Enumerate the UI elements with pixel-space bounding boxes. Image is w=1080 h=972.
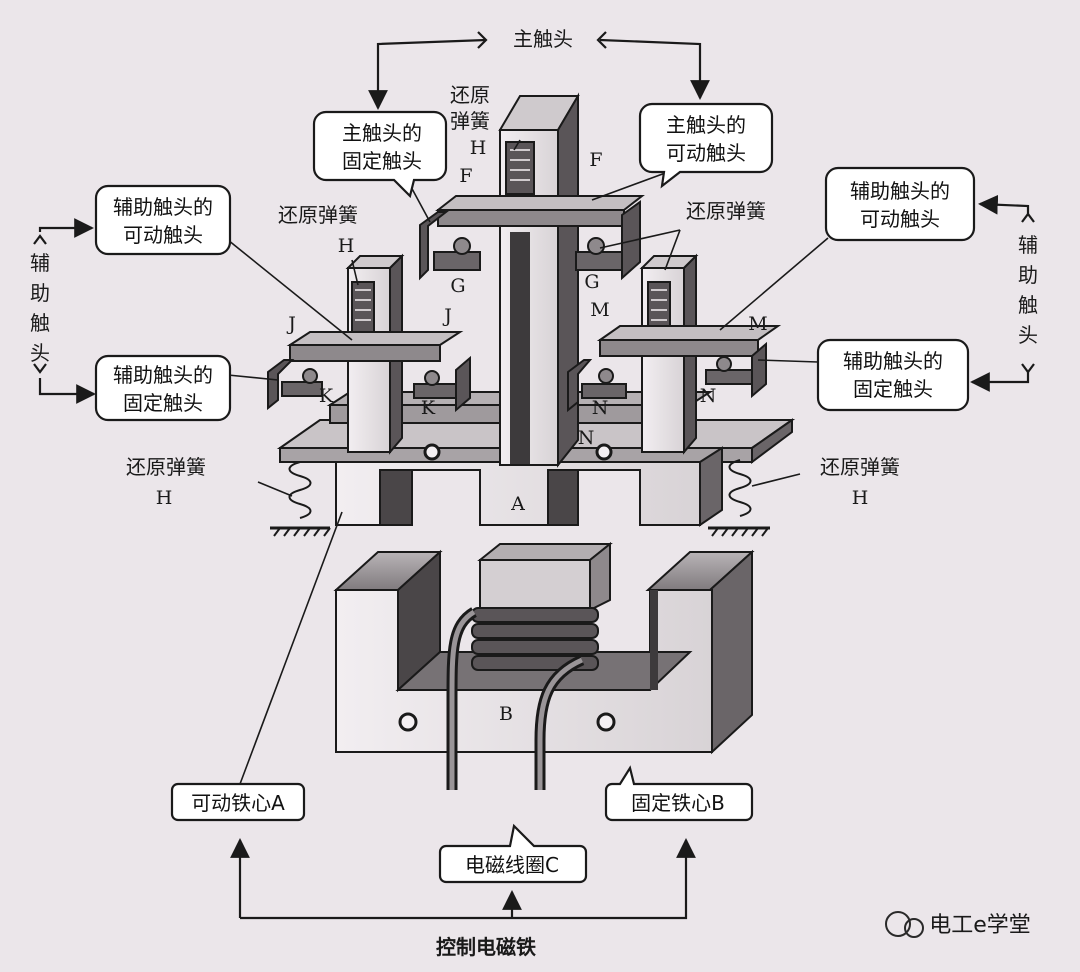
aux-moving-left-label-1: 辅助触头的 (113, 195, 213, 219)
right-aux-contact-post (567, 253, 782, 455)
reset-spring-right-aux: 还原弹簧 (686, 199, 766, 223)
callout-aux-fixed-right: 辅助触头的 固定触头 (816, 338, 970, 412)
reset-spring-top-line2: 弹簧 (450, 109, 490, 133)
svg-text:头: 头 (30, 341, 50, 365)
watermark-text: 电工e学堂 (929, 913, 1031, 938)
aux-moving-right-label-2: 可动触头 (860, 207, 940, 231)
label-f-left: F (459, 165, 472, 187)
label-k-right: K (421, 397, 436, 419)
svg-text:助: 助 (30, 281, 50, 305)
aux-contact-vertical-right: 辅 助 触 头 (1018, 233, 1038, 347)
watermark-logo-icon (885, 911, 924, 938)
main-contact-post (419, 92, 645, 468)
label-n-lower: N (578, 427, 595, 449)
svg-text:触: 触 (30, 311, 50, 335)
label-b: B (499, 703, 513, 725)
electromagnetic-coil (446, 541, 613, 790)
label-j-left: J (286, 313, 296, 335)
label-m-right: M (748, 313, 767, 335)
aux-fixed-right-label-2: 固定触头 (853, 377, 933, 401)
main-moving-label-1: 主触头的 (666, 113, 746, 137)
label-a: A (510, 493, 525, 515)
reset-spring-top-line1: 还原 (450, 83, 490, 107)
label-g-left: G (450, 275, 465, 297)
label-f-right: F (589, 149, 602, 171)
callout-main-fixed: 主触头的 固定触头 (312, 110, 448, 199)
label-m-left: M (590, 299, 609, 321)
aux-moving-right-label-1: 辅助触头的 (850, 179, 950, 203)
main-contact-title: 主触头 (513, 27, 573, 51)
label-h-right-side: H (852, 487, 869, 509)
aux-fixed-left-label-1: 辅助触头的 (113, 363, 213, 387)
moving-core-label: 可动铁心A (191, 791, 285, 815)
aux-fixed-right-label-1: 辅助触头的 (843, 349, 943, 373)
aux-fixed-left-label-2: 固定触头 (123, 391, 203, 415)
label-g-right: G (584, 271, 599, 293)
callout-aux-moving-right: 辅助触头的 可动触头 (824, 166, 976, 242)
label-n-right: N (700, 385, 717, 407)
callout-aux-moving-left: 辅助触头的 可动触头 (94, 184, 232, 256)
callout-aux-fixed-left: 辅助触头的 固定触头 (94, 354, 232, 422)
reset-spring-left-aux: 还原弹簧 (278, 203, 358, 227)
left-aux-contact-post (267, 253, 471, 455)
main-moving-label-2: 可动触头 (666, 141, 746, 165)
main-fixed-label-2: 固定触头 (342, 149, 422, 173)
svg-text:助: 助 (1018, 263, 1038, 287)
label-k-left: K (319, 385, 334, 407)
leader-lines (227, 139, 829, 785)
svg-text:辅: 辅 (1018, 233, 1038, 257)
callout-moving-core: 可动铁心A (170, 782, 306, 822)
svg-text:辅: 辅 (30, 251, 50, 275)
callout-fixed-core: 固定铁心B (604, 765, 754, 822)
callout-coil: 电磁线圈C (438, 823, 588, 884)
label-j-right: J (442, 305, 452, 327)
left-reset-spring (270, 461, 331, 537)
fixed-core-label: 固定铁心B (631, 791, 725, 815)
main-fixed-label-1: 主触头的 (342, 121, 422, 145)
svg-text:触: 触 (1018, 293, 1038, 317)
callout-main-moving: 主触头的 可动触头 (638, 102, 774, 189)
control-electromagnet-label: 控制电磁铁 (436, 935, 536, 959)
label-h-left-side: H (156, 487, 173, 509)
coil-label: 电磁线圈C (465, 853, 559, 877)
label-h-top: H (470, 137, 487, 159)
arrows (33, 31, 1035, 920)
aux-contact-vertical-left: 辅 助 触 头 (30, 251, 50, 365)
label-n-center: N (592, 397, 609, 419)
label-h-left-aux: H (338, 235, 355, 257)
right-reset-spring (708, 459, 770, 537)
aux-moving-left-label-2: 可动触头 (123, 223, 203, 247)
svg-text:头: 头 (1018, 323, 1038, 347)
watermark: 电工e学堂 (885, 911, 1031, 938)
reset-spring-left-side: 还原弹簧 (126, 455, 206, 479)
reset-spring-right-side: 还原弹簧 (820, 455, 900, 479)
